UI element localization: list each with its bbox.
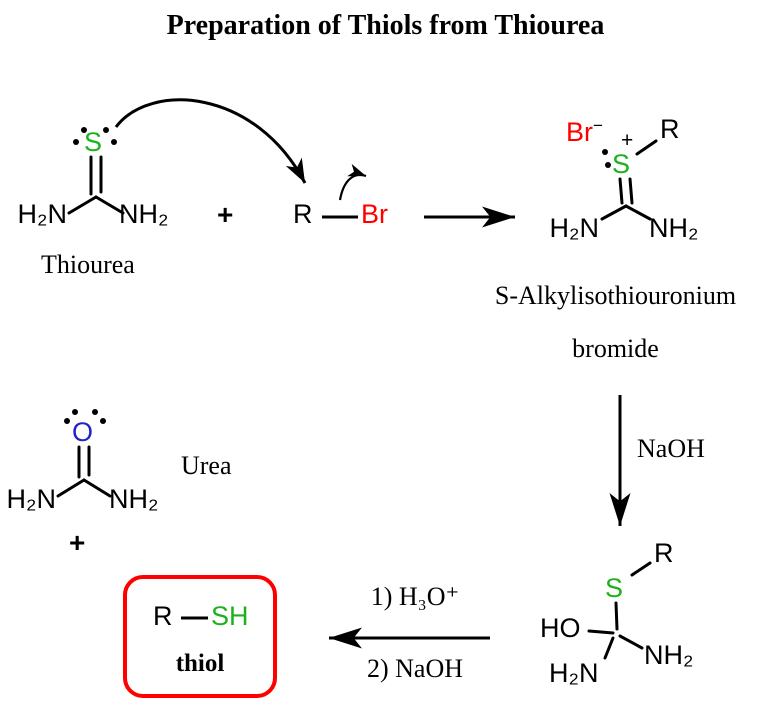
urea-oxygen-atom: O: [72, 417, 94, 447]
thiourea-h2n-group: H₂N: [17, 199, 67, 229]
urea-h2n-group: H₂N: [6, 484, 56, 514]
thiol-label: thiol: [175, 650, 225, 677]
bromide-symbol: Br: [566, 117, 593, 147]
thiourea-sulfur-lone-pairs: [73, 127, 117, 145]
isothiouronium-sulfur-atom: S: [612, 149, 631, 179]
isothiouronium-label-line1: S-Alkylisothiouronium: [494, 281, 737, 310]
intermediate-ho-group: HO: [540, 613, 581, 643]
electron-pair-curved-arrow: [114, 98, 307, 184]
workup-step2-label: 2) NaOH: [366, 654, 464, 683]
intermediate-h2n-group: H₂N: [549, 658, 599, 688]
bromide-counterion: Br−: [566, 116, 603, 147]
isothiouronium-nh2-group: NH₂: [649, 213, 699, 243]
naoh-condition-label: NaOH: [637, 434, 705, 463]
isothiouronium-label-line2: bromide: [572, 334, 659, 363]
isothiouronium-h2n-group: H₂N: [549, 213, 599, 243]
page-title: Preparation of Thiols from Thiourea: [166, 10, 605, 41]
thiol-r-group: R: [153, 601, 173, 631]
plus-sign-bottom: +: [69, 527, 86, 558]
isothiouronium-r-group: R: [660, 114, 680, 144]
intermediate-bonds: [587, 561, 652, 660]
thiourea-label: Thiourea: [41, 250, 135, 279]
isothiouronium-bonds: [600, 139, 658, 221]
minus-charge: −: [593, 116, 603, 135]
intermediate-nh2-group: NH₂: [644, 640, 694, 670]
alkyl-r-group: R: [293, 199, 313, 229]
isothiouronium-sulfur-lone-pair: [602, 149, 611, 168]
urea-nh2-group: NH₂: [109, 484, 159, 514]
alkyl-bromine-atom: Br: [361, 199, 388, 229]
thiourea-nh2-group: NH₂: [119, 199, 169, 229]
urea-bonds: [56, 445, 112, 498]
intermediate-sulfur-atom: S: [605, 573, 624, 603]
sulfonium-plus-charge: +: [621, 129, 634, 152]
workup-step1-label: 1) H₃O⁺: [370, 582, 460, 611]
urea-label: Urea: [181, 451, 232, 480]
intermediate-r-group: R: [654, 538, 674, 568]
bond-cleavage-curved-arrow: [338, 163, 367, 201]
thiol-sh-group: SH: [211, 601, 249, 631]
plus-sign-top: +: [217, 199, 234, 230]
thiourea-bonds: [67, 155, 125, 215]
urea-oxygen-lone-pairs: [64, 409, 106, 424]
thiol-highlight-box: [123, 575, 277, 698]
thiourea-sulfur-atom: S: [84, 127, 103, 157]
